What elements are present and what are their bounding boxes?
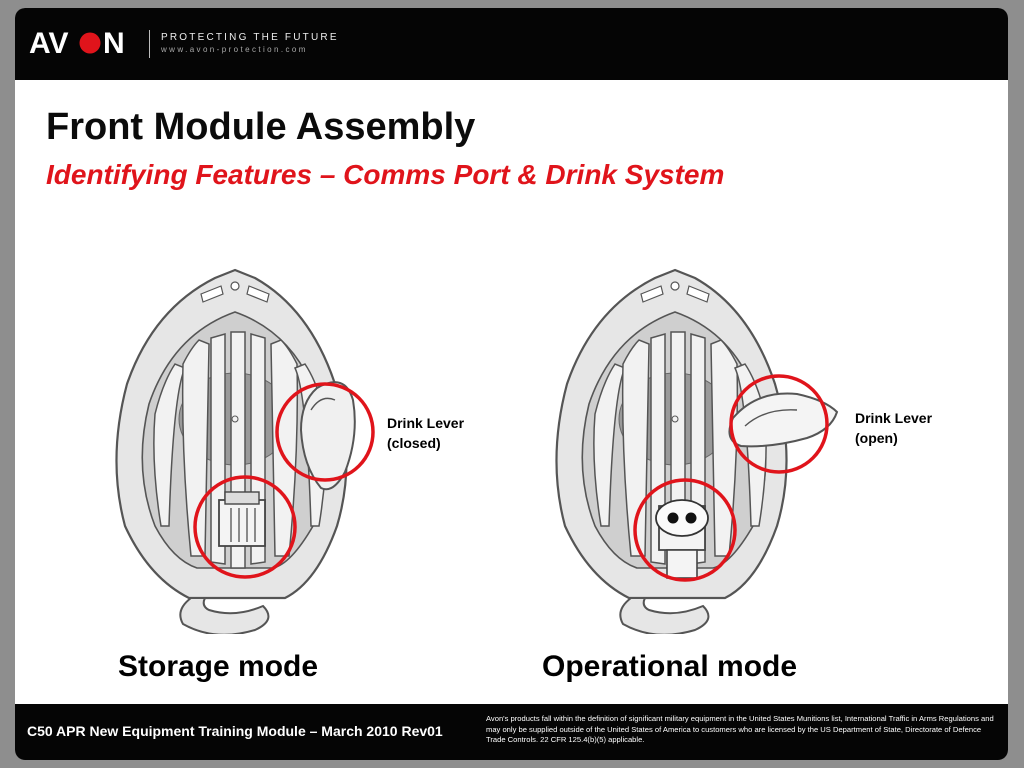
- svg-text:N: N: [103, 27, 125, 60]
- page-subtitle: Identifying Features – Comms Port & Drin…: [46, 159, 725, 190]
- callout-line-1: Drink Lever: [855, 410, 933, 426]
- highlight-circle-icon: [193, 475, 297, 579]
- footer-legal-notice: Avon's products fall within the definiti…: [486, 714, 994, 744]
- footer-module-title: C50 APR New Equipment Training Module – …: [27, 723, 443, 739]
- callout-line-2: (open): [855, 430, 898, 446]
- brand-tagline: PROTECTING THE FUTURE: [161, 32, 339, 43]
- brand-website: www.avon-protection.com: [161, 45, 308, 54]
- operational-mode-caption: Operational mode: [542, 650, 798, 683]
- drink-lever-open-callout: Drink Lever (open): [855, 408, 932, 448]
- highlight-circle-icon: [633, 478, 737, 582]
- page-title: Front Module Assembly: [46, 106, 476, 148]
- drink-lever-closed-callout: Drink Lever (closed): [387, 413, 464, 453]
- highlight-circle-icon: [275, 382, 375, 482]
- callout-line-2: (closed): [387, 435, 441, 451]
- front-module-operational-illustration: [555, 268, 839, 634]
- logo-divider: [149, 30, 150, 58]
- highlight-circle-icon: [729, 374, 829, 474]
- callout-line-1: Drink Lever: [387, 415, 465, 431]
- header-bar: AV N PROTECTING THE FUTURE www.avon-prot…: [15, 8, 1008, 80]
- avon-logo-icon: AV N: [29, 27, 125, 60]
- footer-bar: C50 APR New Equipment Training Module – …: [15, 704, 1008, 760]
- slide: AV N PROTECTING THE FUTURE www.avon-prot…: [15, 8, 1008, 760]
- front-module-storage-illustration: [115, 268, 375, 634]
- svg-text:AV: AV: [29, 27, 68, 60]
- storage-mode-caption: Storage mode: [118, 650, 319, 683]
